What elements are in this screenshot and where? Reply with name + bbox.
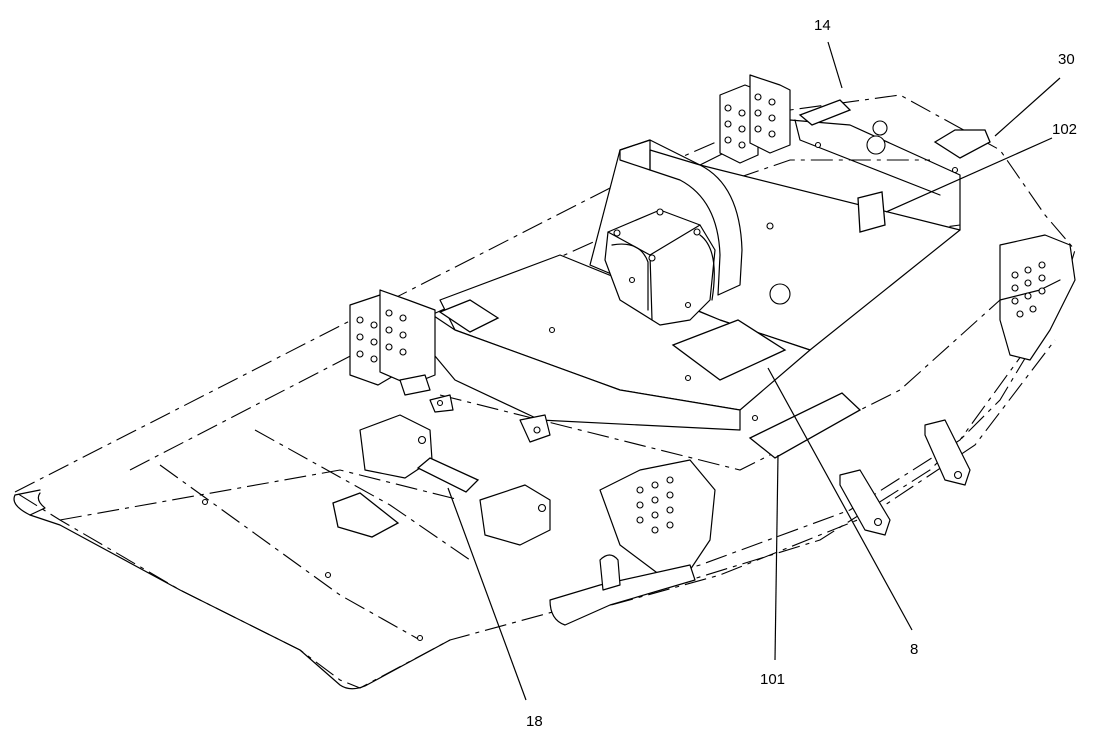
leader-lines [447,41,1061,701]
leader-14 [827,41,843,89]
decal-14 [798,99,852,126]
leader-101 [774,454,779,661]
belt-shroud [619,139,743,296]
callout-8: 8 [910,641,918,658]
leader-8 [767,367,913,631]
callout-labels: 14 30 102 8 101 18 [526,17,1077,730]
hinge-blocks [359,414,551,546]
decal-101 [748,392,862,459]
decal-30 [933,129,991,159]
front-side-shield [599,459,716,576]
decals [332,99,991,538]
leader-18 [447,487,527,701]
decal-left-plate [438,299,500,333]
leader-102 [885,137,1053,213]
callout-30: 30 [1058,51,1075,68]
decal-front-pentagon [332,492,400,538]
callout-102: 102 [1052,121,1077,138]
deck-holes [201,120,959,642]
decal-18 [416,457,480,493]
rear-hanger-brackets [719,74,791,164]
mounting-tabs [429,394,971,536]
leader-30 [994,77,1061,137]
gearbox [604,208,716,326]
left-bracket-holes [356,309,407,363]
callout-14: 14 [814,17,831,34]
front-baffle-plate [13,489,451,690]
front-roller-bar [549,554,696,626]
callout-101: 101 [760,671,785,688]
left-hanger-brackets [349,289,436,396]
right-side-shield [999,234,1076,361]
callout-18: 18 [526,713,543,730]
decal-8 [671,319,787,381]
decal-102 [857,191,886,233]
